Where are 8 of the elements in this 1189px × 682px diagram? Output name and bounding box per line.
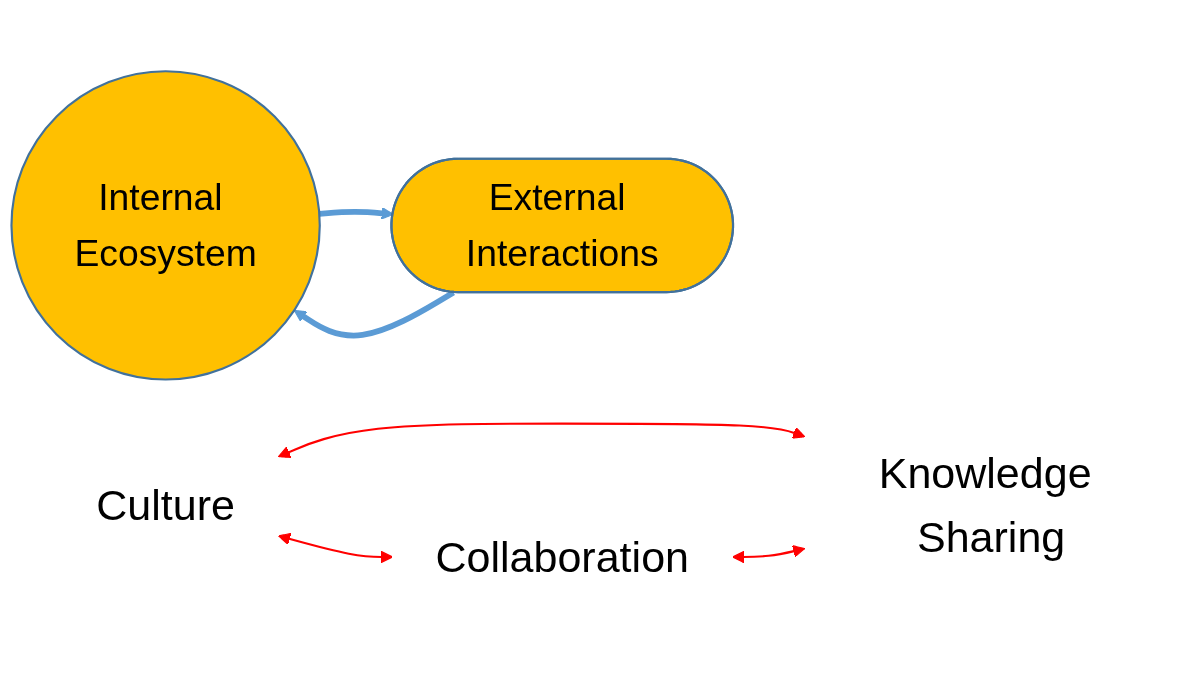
arrow [732, 545, 806, 564]
arrow [277, 532, 394, 564]
arrow [277, 422, 806, 458]
arrow [293, 290, 455, 339]
node-text: Knowledge Sharing [878, 449, 1092, 561]
node-text: Culture [96, 481, 235, 529]
node-text: Collaboration [435, 533, 689, 581]
node-circle: Internal Ecosystem [10, 70, 321, 381]
